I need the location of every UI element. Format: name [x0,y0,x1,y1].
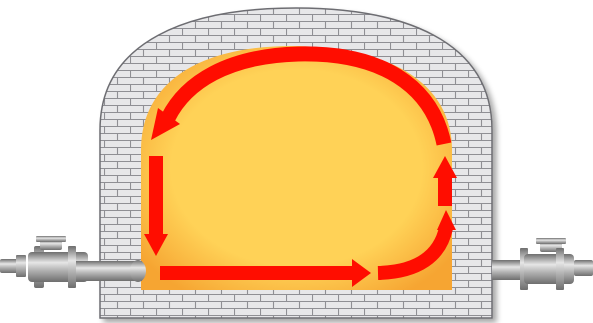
flow-arrow-right-up-shaft [438,176,452,206]
flow-arrow-left-down-shaft [149,156,163,236]
right-burner-icon [492,238,593,290]
